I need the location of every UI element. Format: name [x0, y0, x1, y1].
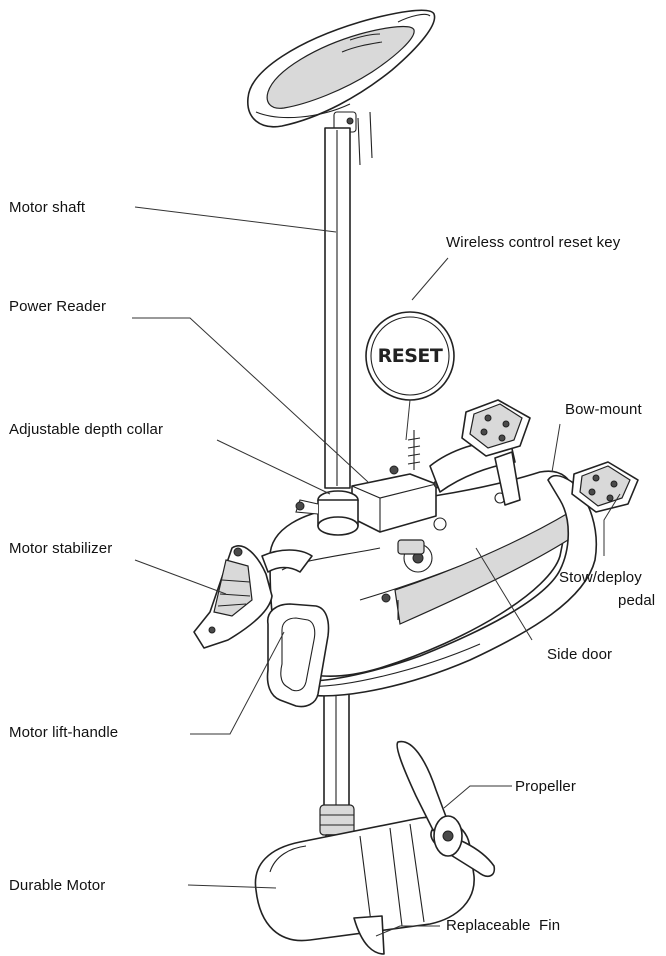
label-wireless-reset-key: Wireless control reset key	[446, 234, 621, 251]
bow-mount-body	[269, 470, 598, 697]
coil-cable	[407, 430, 421, 470]
replaceable-fin	[353, 915, 385, 955]
label-stow-deploy-line2: pedal	[618, 592, 656, 609]
label-stow-deploy: Stow/deploy	[559, 569, 642, 586]
label-power-reader: Power Reader	[9, 298, 107, 315]
label-bow-mount: Bow-mount	[565, 401, 642, 418]
lower-shaft	[319, 689, 355, 861]
label-motor-shaft: Motor shaft	[9, 199, 86, 216]
motor-lift-handle	[266, 603, 330, 708]
reset-key-bubble	[365, 311, 455, 441]
label-side-door: Side door	[547, 646, 613, 663]
label-propeller: Propeller	[515, 778, 576, 795]
bow-pedal	[461, 399, 531, 457]
steering-cable	[357, 111, 373, 166]
stow-deploy-pedal	[571, 461, 639, 513]
durable-motor	[254, 816, 475, 942]
label-motor-lift-handle: Motor lift-handle	[9, 724, 119, 741]
control-head	[247, 9, 436, 133]
motor-shaft	[324, 127, 351, 489]
motor-stabilizer	[193, 545, 313, 649]
leader-lines	[132, 206, 621, 937]
label-motor-stabilizer: Motor stabilizer	[9, 540, 113, 557]
reset-button-text: RESET	[377, 345, 443, 367]
propeller	[396, 740, 496, 878]
label-durable-motor: Durable Motor	[9, 877, 106, 894]
label-depth-collar: Adjustable depth collar	[9, 421, 164, 438]
depth-collar	[295, 490, 359, 536]
label-replaceable-fin: Replaceable Fin	[446, 917, 561, 934]
